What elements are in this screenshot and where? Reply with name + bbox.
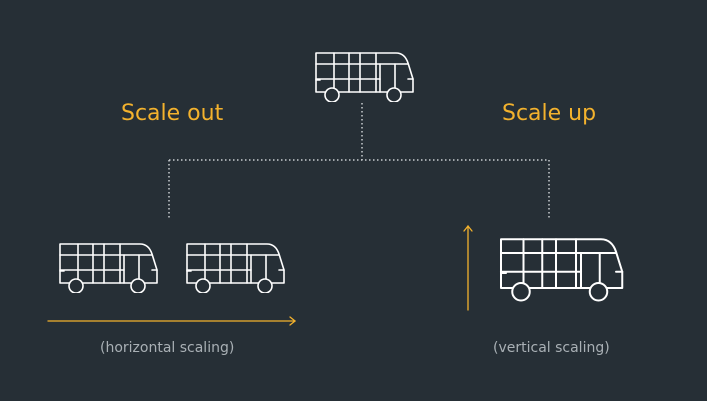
scale-out-heading: Scale out	[121, 101, 224, 126]
source-bus-icon	[315, 52, 414, 102]
scale-up-bus-icon	[499, 237, 624, 302]
arrow-right-icon	[47, 316, 297, 326]
connector-lines	[168, 103, 550, 218]
scale-out-bus-1-icon	[59, 243, 158, 293]
vertical-scaling-caption: (vertical scaling)	[493, 340, 610, 356]
arrow-up-icon	[463, 224, 473, 311]
scale-out-bus-2-icon	[186, 243, 285, 293]
scale-up-heading: Scale up	[502, 101, 597, 126]
horizontal-scaling-caption: (horizontal scaling)	[100, 340, 235, 356]
